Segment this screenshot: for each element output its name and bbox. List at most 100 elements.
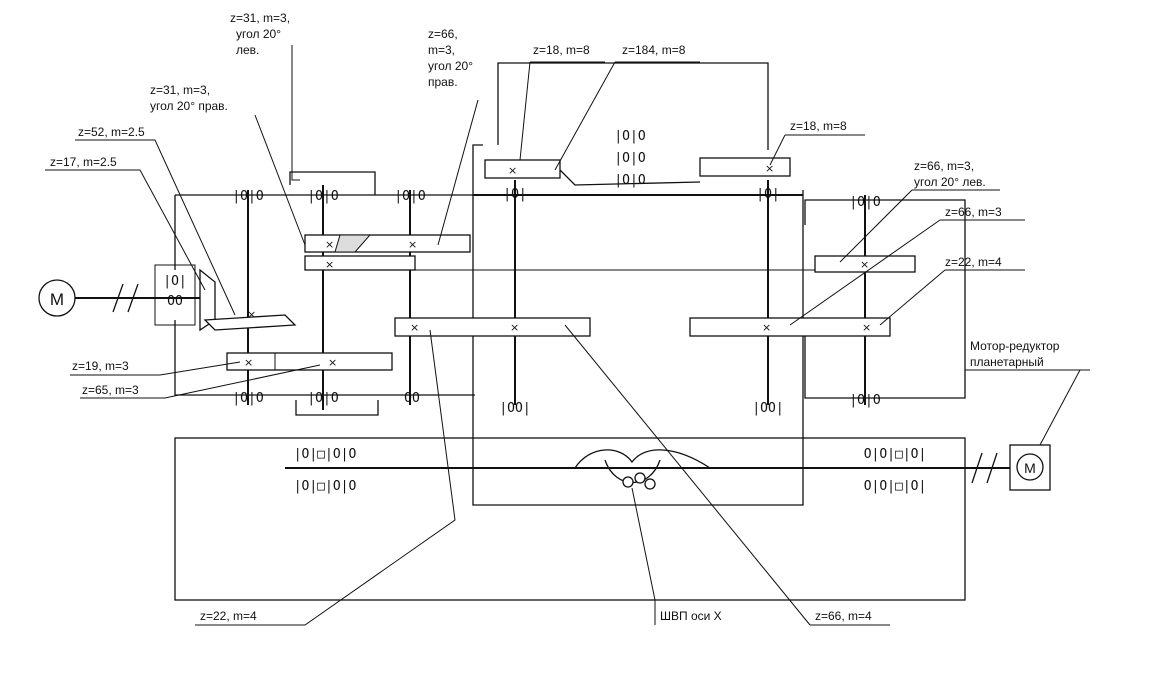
bevel-gear-pair: × (199, 268, 297, 332)
bearing-8: |O|O (614, 151, 645, 166)
bearing-2: |O|O (307, 189, 338, 204)
leader-lines (45, 45, 1090, 626)
label-z31-lev-3: лев. (236, 43, 259, 57)
label-z19: z=19, m=3 (72, 359, 129, 373)
leader-z31-lev (291, 45, 300, 181)
bearing-9: |O|O (614, 173, 645, 188)
label-z31-prav-2: угол 20° прав. (150, 99, 228, 113)
label-z66-m3: z=66, m=3 (945, 205, 1002, 219)
bottom-frame (174, 437, 966, 601)
left-coupling-2 (127, 283, 139, 313)
bevel-mark: × (247, 308, 256, 321)
gear-mark-5: × (410, 321, 419, 334)
left-bearing-glyph-2: OO (167, 294, 183, 309)
bearing-14: |OO| (752, 401, 783, 416)
gear-mark-6: × (510, 321, 519, 334)
right-coupling-2 (986, 452, 998, 484)
leader-shvp (631, 487, 656, 625)
ball-screw-nut (574, 449, 711, 490)
label-z66-lev-2: угол 20° лев. (914, 175, 986, 189)
bearing-18: O|O|□|O| (864, 447, 927, 462)
label-z66-prav-2: m=3, (428, 43, 455, 57)
bearing-7: |O|O (614, 129, 645, 144)
label-z52: z=52, m=2.5 (78, 125, 145, 139)
bearing-3: |O|O (394, 189, 425, 204)
leader-z18-right (769, 134, 786, 166)
leader-z31-prav (254, 114, 306, 246)
label-z31-lev-1: z=31, m=3, (230, 11, 290, 25)
label-z66-prav-4: прав. (428, 75, 458, 89)
gear-hatch-1 (334, 234, 372, 253)
gear-z22-right (689, 317, 891, 337)
bearing-1: |O|O (232, 189, 263, 204)
leader-z65 (80, 364, 321, 399)
left-bearing-block (154, 264, 196, 326)
leader-motor (1039, 369, 1081, 446)
gear-z18-right (699, 157, 791, 177)
label-z65: z=65, m=3 (82, 383, 139, 397)
nut-arc-top (574, 449, 711, 469)
leader-z22-right (879, 269, 946, 326)
bearing-17: |O|□|O|O (294, 479, 357, 494)
left-motor-letter: M (50, 290, 64, 309)
gear-mark-3: × (325, 258, 334, 271)
gear-mark-9: × (244, 356, 253, 369)
housing-frames (174, 62, 966, 601)
label-z184: z=184, m=8 (622, 43, 686, 57)
label-motor-reducer-1: Мотор-редуктор (970, 339, 1060, 353)
nut-ball-3 (644, 478, 656, 490)
gear-mark-4: × (860, 258, 869, 271)
label-z18-left: z=18, m=8 (533, 43, 590, 57)
nut-ball-2 (634, 472, 646, 484)
right-frame (804, 199, 966, 399)
label-z31-prav-1: z=31, m=3, (150, 83, 210, 97)
gear-z66-m4 (394, 317, 591, 337)
gear-mark-8: × (862, 321, 871, 334)
label-z22-right: z=22, m=4 (945, 255, 1002, 269)
leader-z66-lev (839, 189, 913, 263)
bearing-12: OO (404, 391, 420, 406)
leader-z22-bottom (195, 329, 456, 626)
bearing-4: |O|O (849, 195, 880, 210)
left-bearing-glyph: |O| (163, 274, 186, 289)
label-z66-lev-1: z=66, m=3, (914, 159, 974, 173)
label-z66-prav-1: z=66, (428, 27, 458, 41)
lower-small-frame (295, 400, 379, 416)
upper-small-frame (289, 171, 376, 195)
right-coupling-1 (971, 452, 983, 484)
bearing-10: |O|O (232, 391, 263, 406)
bearing-6: |O| (756, 187, 779, 202)
bearing-19: O|O|□|O| (864, 479, 927, 494)
bearings: |O|O |O|O |O|O |O|O |O| |O| |O|O |O|O |O… (232, 129, 926, 494)
gear-z18-left (484, 159, 561, 179)
bearing-5: |O| (503, 187, 526, 202)
left-coupling-1 (112, 283, 124, 313)
leader-z52 (75, 139, 236, 316)
carriage-frame (472, 144, 804, 506)
gear-z184-rack (559, 169, 701, 186)
gear-mark-7: × (762, 321, 771, 334)
label-z66-m4: z=66, m=4 (815, 609, 872, 623)
gears: × × × × × × × × × × × × (226, 157, 916, 371)
label-motor-reducer-2: планетарный (970, 355, 1044, 369)
label-z18-right: z=18, m=8 (790, 119, 847, 133)
gear-mark-12: × (765, 162, 774, 175)
gear-mark-1: × (325, 238, 334, 251)
bearing-11: |O|O (307, 391, 338, 406)
label-z31-lev-2: угол 20° (236, 27, 281, 41)
bearing-16: |O|□|O|O (294, 447, 357, 462)
label-z22-bottom: z=22, m=4 (200, 609, 257, 623)
leader-z184 (554, 61, 616, 171)
leader-z17 (45, 169, 206, 291)
gear-z19-z65 (226, 352, 393, 371)
label-z66-prav-3: угол 20° (428, 59, 473, 73)
left-bottom-frame (174, 320, 475, 396)
right-motor-circle (1016, 453, 1044, 481)
bearing-15: |O|O (849, 393, 880, 408)
leader-z66-m4 (564, 324, 811, 626)
gear-mark-2: × (408, 238, 417, 251)
label-shvp: ШВП оси X (660, 609, 722, 623)
leader-z18-left (519, 61, 531, 161)
nut-ball-1 (622, 476, 634, 488)
